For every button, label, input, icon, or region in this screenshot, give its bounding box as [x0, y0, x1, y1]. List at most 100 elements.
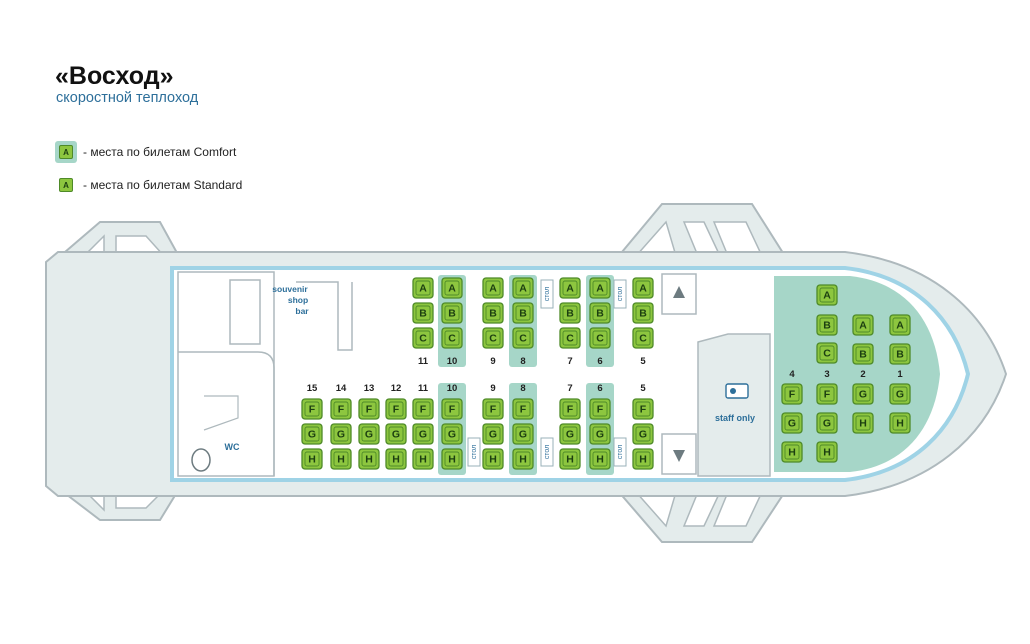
seat-letter: G [419, 429, 427, 441]
seat-8-A[interactable]: A [512, 277, 534, 299]
seat-letter: G [519, 429, 527, 441]
seat-7-F[interactable]: F [559, 398, 581, 420]
arrow-down-icon [673, 450, 685, 462]
seat-letter: G [566, 429, 574, 441]
seat-2-G[interactable]: G [852, 383, 874, 405]
seat-15-G[interactable]: G [301, 423, 323, 445]
seat-12-G[interactable]: G [385, 423, 407, 445]
shop-label: shop [288, 295, 308, 305]
seat-7-C[interactable]: C [559, 327, 581, 349]
seat-10-A[interactable]: A [441, 277, 463, 299]
seat-9-A[interactable]: A [482, 277, 504, 299]
legend-comfort-label: - места по билетам Comfort [83, 145, 237, 159]
seat-3-C[interactable]: C [816, 342, 838, 364]
seat-7-H[interactable]: H [559, 448, 581, 470]
souvenir-label: souvenir [272, 284, 308, 294]
seat-11-B[interactable]: B [412, 302, 434, 324]
seat-5-C[interactable]: C [632, 327, 654, 349]
seat-6-F[interactable]: F [589, 398, 611, 420]
seat-8-G[interactable]: G [512, 423, 534, 445]
seat-icon: A [59, 178, 73, 192]
seat-9-H[interactable]: H [482, 448, 504, 470]
seat-6-G[interactable]: G [589, 423, 611, 445]
table-label: стол [544, 445, 551, 459]
seat-14-H[interactable]: H [330, 448, 352, 470]
seat-letter: A [896, 320, 904, 332]
seat-11-A[interactable]: A [412, 277, 434, 299]
seat-3-G[interactable]: G [816, 412, 838, 434]
seat-9-F[interactable]: F [482, 398, 504, 420]
seat-letter: H [337, 454, 345, 466]
seat-5-F[interactable]: F [632, 398, 654, 420]
seat-7-G[interactable]: G [559, 423, 581, 445]
row-number: 15 [307, 383, 318, 394]
seat-4-F[interactable]: F [781, 383, 803, 405]
seat-3-A[interactable]: A [816, 284, 838, 306]
seat-5-B[interactable]: B [632, 302, 654, 324]
seat-9-B[interactable]: B [482, 302, 504, 324]
seat-4-G[interactable]: G [781, 412, 803, 434]
seat-1-B[interactable]: B [889, 343, 911, 365]
seat-1-H[interactable]: H [889, 412, 911, 434]
seat-9-C[interactable]: C [482, 327, 504, 349]
seat-letter: F [567, 404, 574, 416]
seat-14-F[interactable]: F [330, 398, 352, 420]
seat-letter: B [596, 308, 604, 320]
row-number: 10 [447, 383, 458, 394]
seat-12-F[interactable]: F [385, 398, 407, 420]
row-number: 9 [490, 383, 495, 394]
seat-6-H[interactable]: H [589, 448, 611, 470]
seat-8-B[interactable]: B [512, 302, 534, 324]
seat-2-B[interactable]: B [852, 343, 874, 365]
seat-5-G[interactable]: G [632, 423, 654, 445]
seat-10-G[interactable]: G [441, 423, 463, 445]
seat-12-H[interactable]: H [385, 448, 407, 470]
seat-letter: C [519, 333, 527, 345]
seat-14-G[interactable]: G [330, 423, 352, 445]
seat-3-F[interactable]: F [816, 383, 838, 405]
seat-11-C[interactable]: C [412, 327, 434, 349]
seat-letter: A [639, 283, 647, 295]
row-number: 11 [418, 356, 429, 367]
seat-letter: G [859, 389, 867, 401]
seat-4-H[interactable]: H [781, 441, 803, 463]
seat-1-G[interactable]: G [889, 383, 911, 405]
seat-15-H[interactable]: H [301, 448, 323, 470]
seat-15-F[interactable]: F [301, 398, 323, 420]
seat-7-B[interactable]: B [559, 302, 581, 324]
seat-11-H[interactable]: H [412, 448, 434, 470]
row-number: 8 [520, 383, 525, 394]
seat-3-H[interactable]: H [816, 441, 838, 463]
seat-10-F[interactable]: F [441, 398, 463, 420]
seat-13-H[interactable]: H [358, 448, 380, 470]
seat-5-H[interactable]: H [632, 448, 654, 470]
seat-11-G[interactable]: G [412, 423, 434, 445]
seat-10-C[interactable]: C [441, 327, 463, 349]
seat-9-G[interactable]: G [482, 423, 504, 445]
seat-11-F[interactable]: F [412, 398, 434, 420]
seat-2-A[interactable]: A [852, 314, 874, 336]
seat-5-A[interactable]: A [632, 277, 654, 299]
seat-8-H[interactable]: H [512, 448, 534, 470]
seat-13-G[interactable]: G [358, 423, 380, 445]
seat-10-B[interactable]: B [441, 302, 463, 324]
seat-3-B[interactable]: B [816, 314, 838, 336]
seat-6-B[interactable]: B [589, 302, 611, 324]
seat-icon: A [59, 145, 73, 159]
seat-letter: G [896, 389, 904, 401]
seat-10-H[interactable]: H [441, 448, 463, 470]
seat-8-C[interactable]: C [512, 327, 534, 349]
row-number: 13 [364, 383, 375, 394]
seat-letter: B [566, 308, 574, 320]
seat-13-F[interactable]: F [358, 398, 380, 420]
seat-1-A[interactable]: A [889, 314, 911, 336]
wc-door [203, 395, 239, 431]
seat-8-F[interactable]: F [512, 398, 534, 420]
seat-6-A[interactable]: A [589, 277, 611, 299]
row-number: 10 [447, 356, 458, 367]
seat-letter: A [823, 290, 831, 302]
seat-7-A[interactable]: A [559, 277, 581, 299]
seat-2-H[interactable]: H [852, 412, 874, 434]
seat-6-C[interactable]: C [589, 327, 611, 349]
